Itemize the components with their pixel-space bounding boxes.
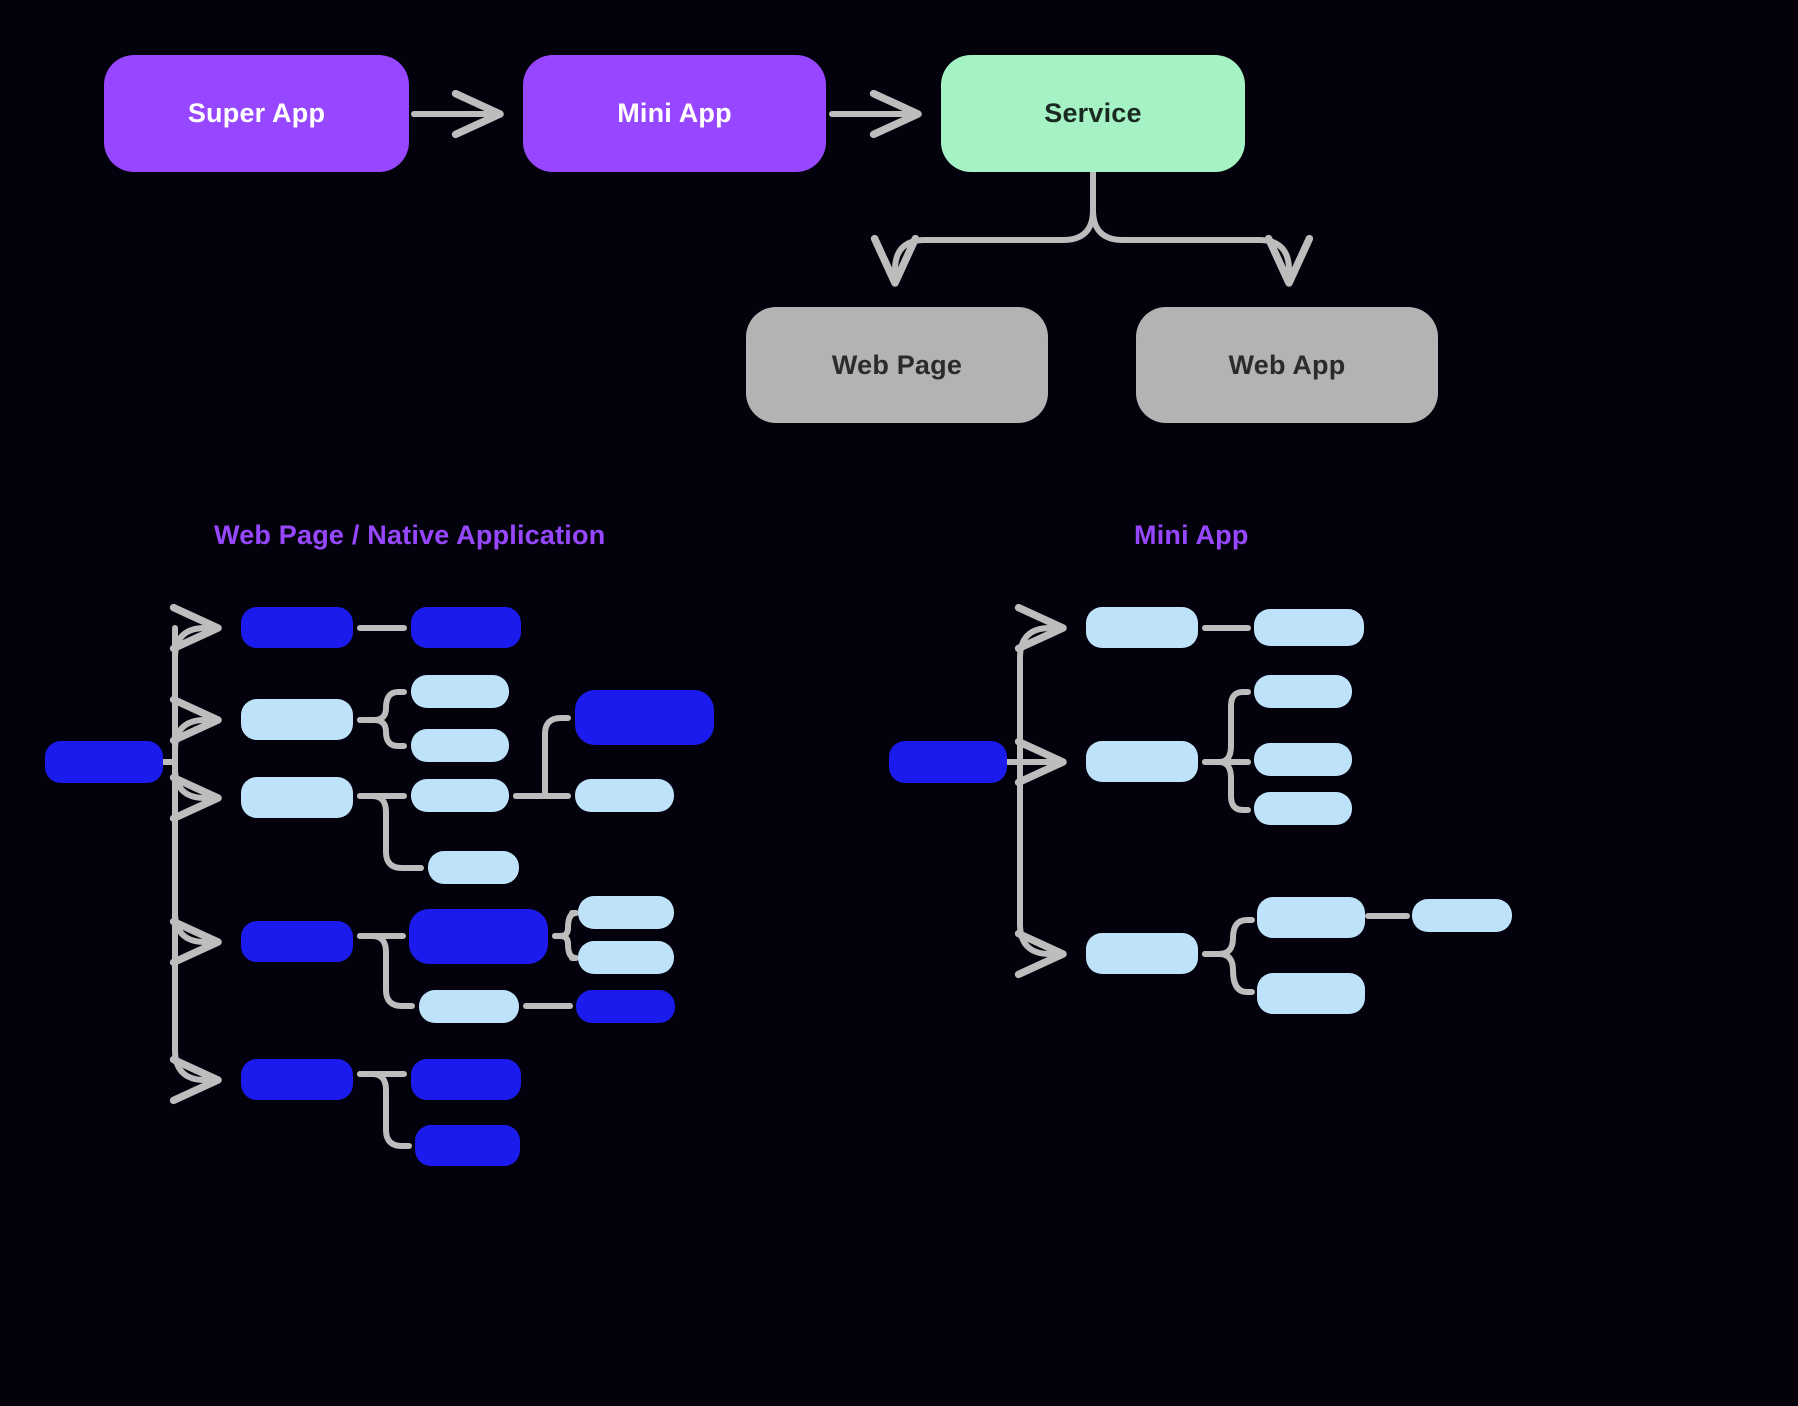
edge-R-c3-c3b (1202, 951, 1255, 995)
tree-node-R-c1a[interactable] (1254, 609, 1364, 646)
tree-node-L-c3a[interactable] (411, 779, 509, 812)
tree-node-L-c5b[interactable] (415, 1125, 520, 1166)
tree-node-R-root[interactable] (889, 741, 1007, 783)
flow-node-mini-app[interactable]: Mini App (523, 55, 826, 172)
tree-node-L-c5[interactable] (241, 1059, 353, 1100)
tree-node-R-c3a[interactable] (1257, 897, 1365, 938)
edge-L-c3a-c3a1 (513, 715, 571, 799)
tree-node-L-c2b[interactable] (411, 729, 509, 762)
edge-L-c3-c3b (357, 793, 424, 871)
tree-node-R-c3a1[interactable] (1412, 899, 1512, 932)
tree-node-L-c3b[interactable] (428, 851, 519, 884)
flow-node-web-page[interactable]: Web Page (746, 307, 1048, 423)
edge-L-c4a-c4a1 (552, 910, 579, 939)
tree-node-R-c2c[interactable] (1254, 792, 1352, 825)
edge-L-c2-c2a (357, 689, 407, 723)
tree-node-L-c4a2[interactable] (578, 941, 674, 974)
flow-node-service-label: Service (1044, 98, 1142, 128)
flow-node-service[interactable]: Service (941, 55, 1245, 172)
tree-node-L-c3a2[interactable] (575, 779, 674, 812)
flow-node-web-page-label: Web Page (831, 349, 963, 380)
flow-node-web-app-label: Web App (1228, 349, 1346, 380)
tree-title-mini-app: Mini App (1134, 520, 1249, 550)
tree-node-R-c3b[interactable] (1257, 973, 1365, 1014)
tree-node-L-c4[interactable] (241, 921, 353, 962)
flow-node-super-app[interactable]: Super App (104, 55, 409, 172)
edge-L-root-c5 (175, 759, 218, 1080)
flow-node-web-app[interactable]: Web App (1136, 307, 1438, 423)
edge-L-root-trunk (160, 625, 178, 765)
tree-node-L-c4a[interactable] (409, 909, 548, 964)
edge-R-c2-c2a (1202, 689, 1251, 765)
tree-node-R-c2[interactable] (1086, 741, 1198, 782)
edge-L-root-c1 (175, 628, 218, 765)
tree-node-L-c5a[interactable] (411, 1059, 521, 1100)
edge-service-webapp (1090, 169, 1289, 283)
edge-R-c3-c3a (1202, 917, 1255, 957)
tree-node-L-c3[interactable] (241, 777, 353, 818)
edge-L-c4-c4b (357, 933, 415, 1009)
tree-node-L-c3a1[interactable] (575, 690, 714, 745)
tree-title-web-page-native-application: Web Page / Native Application (214, 520, 606, 550)
edge-R-c2-c2c (1202, 759, 1251, 813)
flow-node-super-app-label: Super App (187, 98, 326, 128)
tree-node-L-root[interactable] (45, 741, 163, 783)
tree-node-L-c4b1[interactable] (576, 990, 675, 1023)
edge-L-root-c3 (175, 759, 218, 798)
edge-R-root-c3 (1020, 759, 1063, 954)
tree-node-R-c2b[interactable] (1254, 743, 1352, 776)
flow-node-mini-app-label: Mini App (617, 98, 732, 128)
tree-node-L-c4b[interactable] (419, 990, 519, 1023)
edge-R-root-c1 (1004, 628, 1063, 765)
tree-node-R-c3[interactable] (1086, 933, 1198, 974)
edge-L-root-c2 (175, 720, 218, 765)
edge-service-webpage (895, 169, 1096, 283)
tree-node-L-c4a1[interactable] (578, 896, 674, 929)
tree-node-R-c2a[interactable] (1254, 675, 1352, 708)
edge-L-c5-c5b (357, 1071, 412, 1149)
tree-node-L-c1a[interactable] (411, 607, 521, 648)
tree-node-L-c2a[interactable] (411, 675, 509, 708)
tree-node-L-c1[interactable] (241, 607, 353, 648)
edge-L-root-c4 (175, 759, 218, 942)
edge-L-c2-c2b (357, 717, 407, 749)
tree-node-R-c1[interactable] (1086, 607, 1198, 648)
tree-node-L-c2[interactable] (241, 699, 353, 740)
edge-L-c4a-c4a2 (552, 933, 579, 961)
